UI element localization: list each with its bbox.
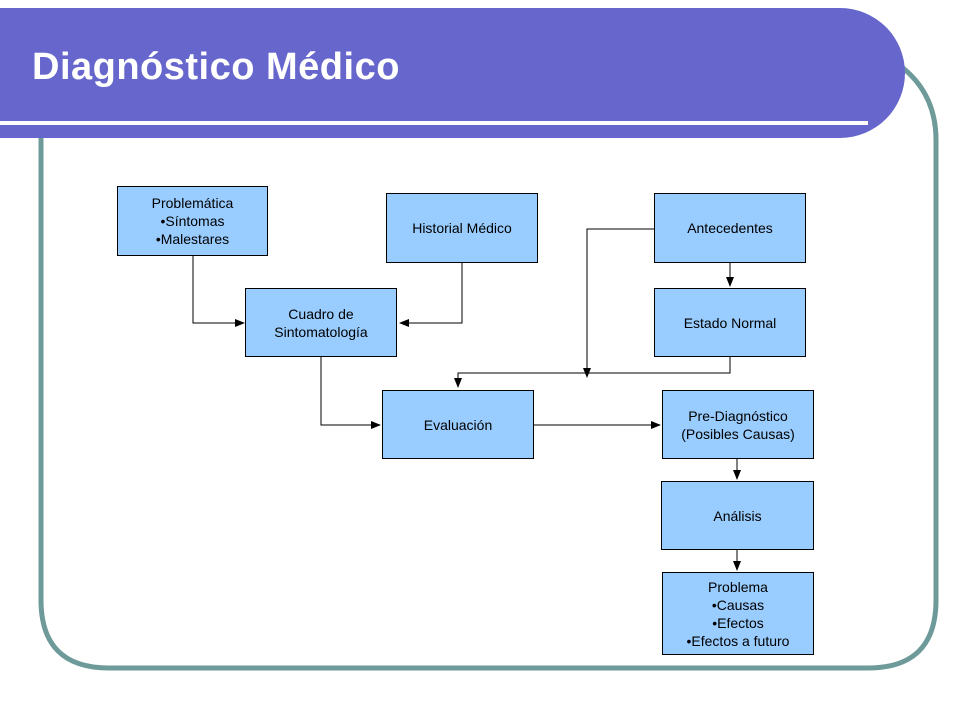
- node-evaluacion-label: Evaluación: [423, 416, 493, 433]
- node-antecedentes: Antecedentes: [654, 193, 806, 263]
- node-estado-normal: Estado Normal: [654, 288, 806, 357]
- node-problema-bullet-efectos: •Efectos: [712, 614, 764, 631]
- slide-title: Diagnóstico Médico: [32, 46, 400, 88]
- node-pre-diagnostico: Pre-Diagnóstico (Posibles Causas): [662, 390, 814, 459]
- node-cuadro-line-1: Cuadro de: [288, 305, 354, 322]
- edge-problematica-cuadro: [192, 256, 245, 327]
- node-pre-diagnostico-line-2: (Posibles Causas): [681, 425, 795, 442]
- title-banner: [0, 8, 905, 138]
- edge-cuadro-evaluacion: [320, 357, 381, 429]
- node-problema-bullet-causas: •Causas: [711, 596, 765, 613]
- node-problema-bullet-efectos-futuro: •Efectos a futuro: [686, 632, 790, 649]
- node-historial-medico-label: Historial Médico: [412, 220, 512, 236]
- edge-historial-cuadro: [399, 263, 463, 327]
- node-problematica-bullet-sintomas: •Síntomas: [160, 213, 225, 229]
- node-problema: Problema •Causas •Efectos •Efectos a fut…: [662, 572, 814, 655]
- node-cuadro-sintomatologia: Cuadro de Sintomatología: [245, 288, 397, 357]
- edge-estado-evaluacion: [454, 357, 731, 388]
- node-evaluacion: Evaluación: [382, 390, 534, 459]
- edge-antecedentes-evaluacion: [583, 228, 655, 378]
- node-problematica-title: Problemática: [151, 195, 234, 211]
- node-cuadro-line-2: Sintomatología: [274, 323, 368, 340]
- node-historial-medico: Historial Médico: [386, 193, 538, 263]
- node-estado-normal-label: Estado Normal: [683, 314, 777, 331]
- node-analisis: Análisis: [661, 481, 814, 550]
- node-problematica: Problemática •Síntomas •Malestares: [117, 186, 268, 256]
- node-pre-diagnostico-line-1: Pre-Diagnóstico: [688, 407, 788, 424]
- frame-border: [38, 66, 939, 671]
- node-analisis-label: Análisis: [713, 507, 762, 524]
- node-antecedentes-label: Antecedentes: [687, 220, 773, 236]
- node-problematica-bullet-malestares: •Malestares: [155, 231, 230, 247]
- title-underline: [0, 121, 868, 125]
- node-problema-title: Problema: [708, 578, 768, 595]
